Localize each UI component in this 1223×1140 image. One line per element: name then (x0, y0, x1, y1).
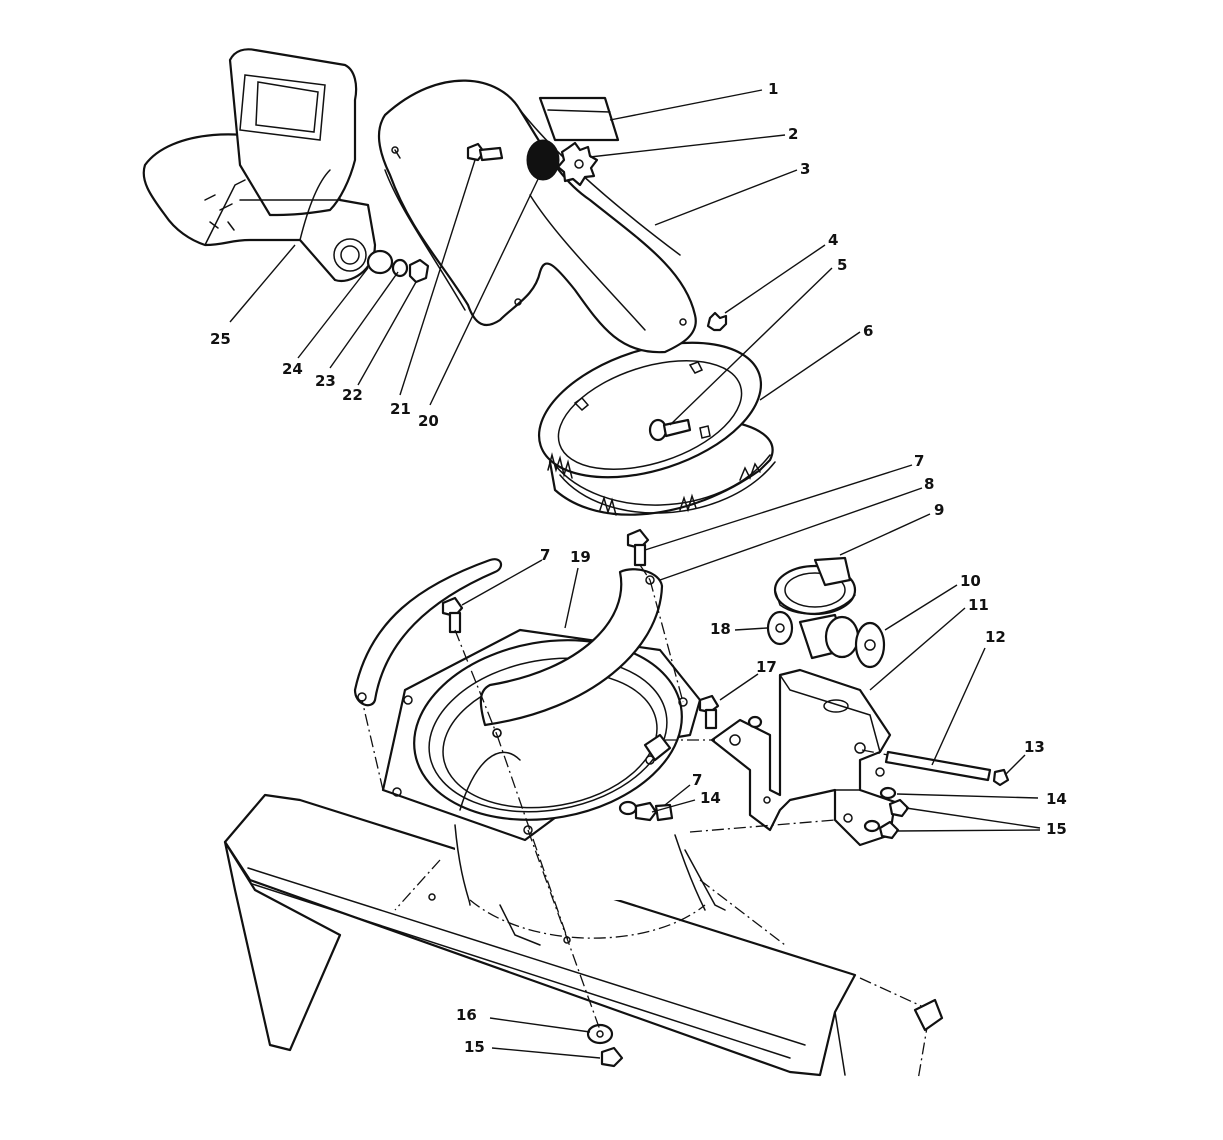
callout-20: 20 (418, 412, 439, 430)
callout-22: 22 (342, 386, 363, 404)
chute-ring-gear (537, 341, 776, 516)
callout-18: 18 (710, 620, 731, 638)
shaft-rod (861, 749, 992, 782)
star-lock-2 (556, 141, 599, 187)
washer-nut-set-right (863, 786, 910, 840)
callout-17: 17 (756, 658, 777, 676)
leader-lines (229, 89, 1041, 1059)
callout-14-right: 14 (1046, 790, 1067, 808)
star-lock-4 (706, 311, 728, 332)
callout-5: 5 (837, 256, 847, 274)
grommet-20 (526, 139, 560, 181)
bolt-17 (698, 694, 720, 730)
callout-15-right: 15 (1046, 820, 1067, 838)
callout-14-center: 14 (700, 789, 721, 807)
push-cap-13 (992, 768, 1010, 787)
right-ring-retainer (479, 568, 664, 738)
nut-22 (408, 258, 430, 284)
washer-nut-set-center (618, 715, 763, 822)
callout-24: 24 (282, 360, 303, 378)
deflector-plate (538, 96, 620, 142)
callout-3: 3 (800, 160, 810, 178)
callout-11: 11 (968, 596, 989, 614)
callout-21: 21 (390, 400, 411, 418)
callout-6: 6 (863, 322, 873, 340)
callout-7-center: 7 (692, 771, 702, 789)
callout-1: 1 (768, 80, 778, 98)
callout-labels: 1 2 3 4 5 6 7 8 9 7 19 10 11 12 18 17 13… (210, 80, 1067, 1056)
washer-nut-set-bottom (361, 564, 684, 1068)
callout-13: 13 (1024, 738, 1045, 756)
callout-16: 16 (456, 1006, 477, 1024)
washer-23 (391, 258, 409, 278)
callout-4: 4 (828, 231, 838, 249)
gear-bracket (665, 668, 897, 847)
auger-housing (223, 793, 944, 1081)
callout-8: 8 (924, 475, 934, 493)
callout-12: 12 (985, 628, 1006, 646)
pinion-gear-10 (798, 613, 886, 669)
bolt-7-left (441, 596, 464, 634)
callout-15-bottom: 15 (464, 1038, 485, 1056)
chute-deflector-hood (142, 48, 377, 283)
bevel-gear-9 (773, 556, 857, 616)
bolt-21 (466, 142, 504, 162)
left-ring-retainer (353, 558, 503, 707)
washer-24 (366, 249, 394, 275)
bolt-7-upper (626, 528, 650, 567)
callout-7-left: 7 (540, 546, 550, 564)
callout-19: 19 (570, 548, 591, 566)
callout-9: 9 (934, 501, 944, 519)
callout-2: 2 (788, 125, 798, 143)
callout-10: 10 (960, 572, 981, 590)
callout-25: 25 (210, 330, 231, 348)
chute-base-ring (381, 628, 702, 842)
callout-23: 23 (315, 372, 336, 390)
callout-7-upper: 7 (914, 452, 924, 470)
pinion-gear-18 (766, 610, 794, 646)
